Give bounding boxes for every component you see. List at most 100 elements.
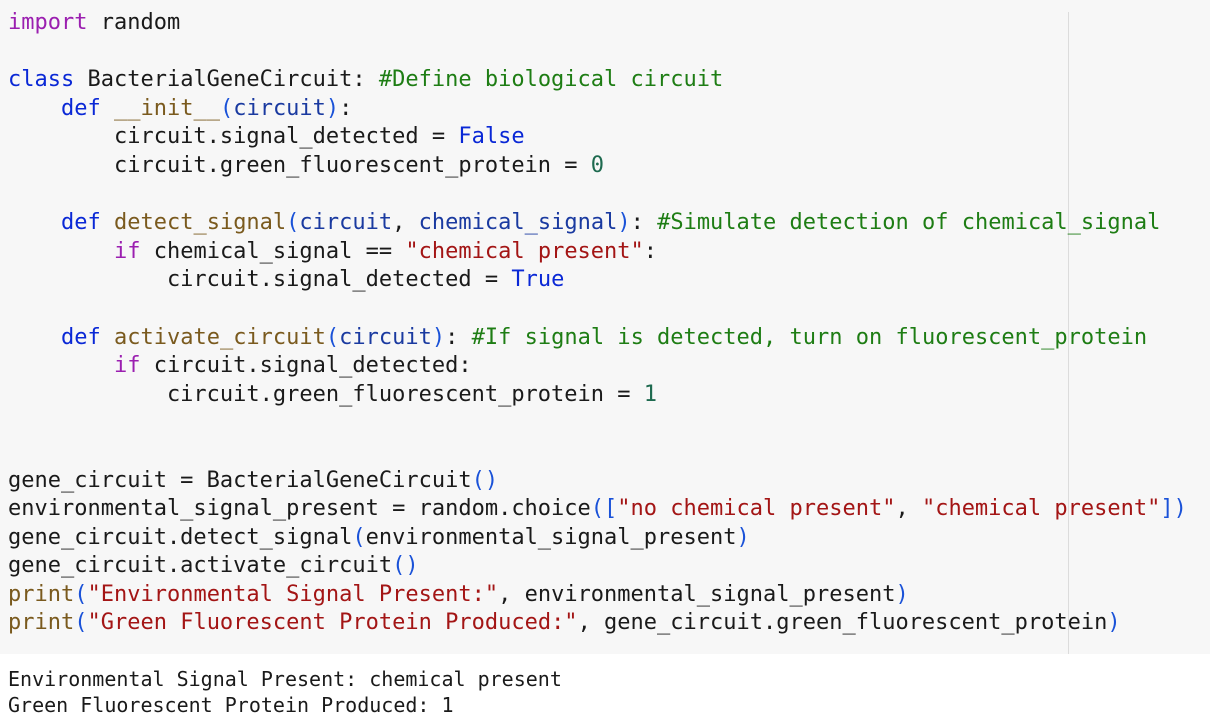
code-token [8,239,114,264]
cell-output: Environmental Signal Present: chemical p… [8,666,562,718]
code-token: ) [431,324,446,350]
code-token: class [8,67,75,93]
code-line: print("Environmental Signal Present:", e… [8,581,1187,610]
code-token: "Green Fluorescent Protein Produced:" [87,610,578,636]
code-token: ) [325,95,340,121]
code-line: circuit.green_fluorescent_protein = 0 [8,152,1187,181]
code-token: : [445,324,472,350]
code-token: , environmental_signal_present [498,581,896,607]
code-token: #If signal is detected, turn on fluoresc… [471,324,1148,350]
code-token: "chemical present" [921,496,1161,522]
code-token: print [8,610,75,636]
code-token: circuit.signal_detected = [8,124,459,150]
code-line: circuit.signal_detected = False [8,123,1187,152]
code-line: circuit.signal_detected = True [8,266,1187,295]
code-token: circuit [339,324,432,350]
code-token: __init__ [113,95,220,121]
code-token: random [87,10,181,35]
code-token: ]) [1160,496,1187,522]
code-token: circuit.green_fluorescent_protein = [8,152,591,178]
code-token: 0 [590,152,605,178]
code-token: , gene_circuit.green_fluorescent_protein [577,610,1108,636]
code-token: : [643,238,658,264]
code-line: def activate_circuit(circuit): #If signa… [8,324,1187,353]
code-token: if [113,353,141,379]
code-line [8,438,1187,467]
output-line: Green Fluorescent Protein Produced: 1 [8,693,454,717]
code-token: ([ [590,496,618,522]
code-token: def [60,324,101,350]
line-length-ruler [1068,12,1069,654]
code-line: def detect_signal(circuit, chemical_sign… [8,209,1187,238]
code-token: False [458,124,525,150]
code-token: , [895,496,922,522]
code-token: ( [219,95,234,121]
code-token: ) [617,210,631,236]
code-line: gene_circuit.activate_circuit() [8,552,1187,581]
code-token [101,96,114,121]
code-token: circuit.green_fluorescent_protein = [8,381,644,407]
code-token [101,325,114,350]
code-token: ( [286,210,300,236]
code-line: def __init__(circuit): [8,95,1187,124]
code-token: circuit.signal_detected = [8,267,512,293]
code-token: activate_circuit [113,324,326,350]
code-token: def [60,95,101,121]
code-token [8,325,61,350]
code-token: detect_signal [113,210,287,236]
code-token: print [8,581,75,607]
code-token [8,96,61,121]
code-line: class BacterialGeneCircuit: #Define biol… [8,66,1187,95]
code-token: def [60,210,101,236]
code-token: environmental_signal_present [365,524,737,550]
code-line: gene_circuit.detect_signal(environmental… [8,524,1187,553]
code-token: : [339,95,353,121]
code-token: gene_circuit.activate_circuit [8,553,393,579]
code-line: if circuit.signal_detected: [8,352,1187,381]
code-token: : [630,210,658,236]
code-token: #Define biological circuit [378,67,724,93]
code-line: print("Green Fluorescent Protein Produce… [8,609,1187,638]
code-token [101,210,114,235]
code-token: circuit [299,210,393,236]
code-token: "Environmental Signal Present:" [87,581,499,607]
code-token: ( [352,524,366,550]
code-token: ( [74,581,88,607]
code-token: circuit [233,95,326,121]
code-token: , [392,210,419,236]
code-line: if chemical_signal == "chemical present"… [8,238,1187,267]
code-token [8,353,114,378]
code-line: environmental_signal_present = random.ch… [8,495,1187,524]
code-token: ( [325,324,340,350]
code-token: #Simulate detection of chemical_signal [657,210,1161,236]
code-line: gene_circuit = BacterialGeneCircuit() [8,467,1187,496]
code-line [8,295,1187,324]
code-block[interactable]: import random class BacterialGeneCircuit:… [8,9,1187,638]
output-line: Environmental Signal Present: chemical p… [8,667,562,691]
code-token: () [392,553,419,579]
code-editor[interactable]: import random class BacterialGeneCircuit:… [0,0,1210,654]
code-token: () [471,467,499,493]
code-token: ) [736,524,750,550]
code-token: True [511,267,565,293]
code-token: "no chemical present" [617,496,896,522]
code-line [8,38,1187,67]
code-token: environmental_signal_present = random.ch… [8,496,591,522]
code-token: 1 [643,381,658,407]
code-token: circuit.signal_detected: [140,353,472,379]
code-line: import random [8,9,1187,38]
code-token: chemical_signal == [140,238,406,264]
code-token: if [113,238,141,264]
code-token: ) [895,581,909,607]
code-token: import [8,10,88,35]
code-line [8,181,1187,210]
code-token: BacterialGeneCircuit: [74,67,379,93]
code-line: circuit.green_fluorescent_protein = 1 [8,381,1187,410]
code-token: gene_circuit.detect_signal [8,524,353,550]
code-token: ( [74,610,88,636]
code-line [8,409,1187,438]
code-token: ) [1107,610,1121,636]
code-token [8,210,61,235]
code-token: chemical_signal [418,210,618,236]
